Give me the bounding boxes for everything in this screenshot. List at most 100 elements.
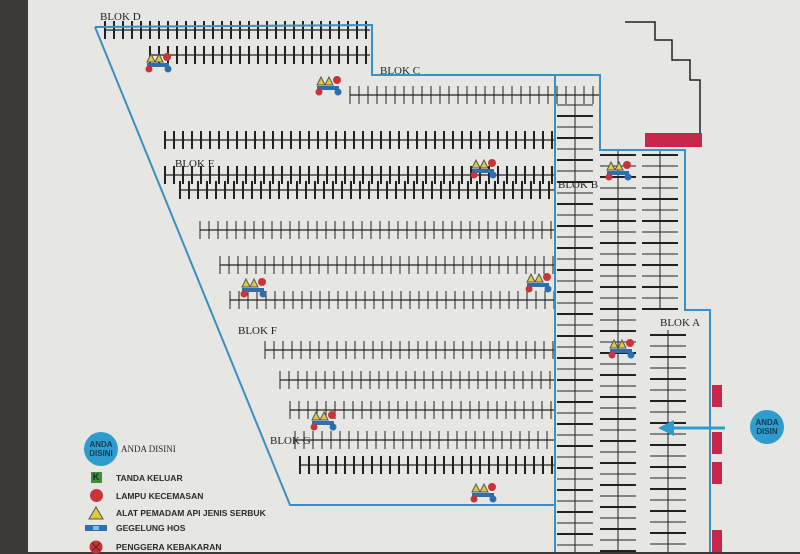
fire-equipment-cluster [240,277,267,298]
fire-equipment-cluster [608,338,635,359]
hose-reel-icon [527,283,549,287]
fire-extinguisher-icon [526,272,536,283]
block-g-label: BLOK G [270,435,311,447]
badge-text: ANDA [755,418,779,427]
fire-extinguisher-icon [154,52,164,63]
parking-map-board: BLOK D BLOK C BLOK E BLOK B BLOK F BLOK … [28,0,800,554]
fire-extinguisher-icon [146,52,156,63]
fire-alarm-icon [310,423,318,431]
building-core [625,21,701,146]
fire-equipment-cluster [470,158,497,179]
fire-extinguisher-icon [617,338,627,349]
fire-alarm-icon [315,88,323,96]
fire-extinguisher-icon [479,158,489,169]
block-e-label: BLOK E [175,158,215,170]
block-f-label: BLOK F [238,325,277,337]
legend-fire-alarm: PENGGERA KEBAKARAN [84,540,221,554]
hose-reel-icon [607,171,629,175]
fire-extinguisher-icon [606,160,616,171]
fire-alarm-icon [470,495,478,503]
fire-extinguisher-icon [534,272,544,283]
legend-label: PENGGERA KEBAKARAN [116,542,222,552]
fire-equipment-cluster [315,75,342,96]
emergency-light-icon [328,411,336,419]
fire-alarm-icon [84,540,108,554]
emergency-light-icon [333,76,341,84]
fire-equipment-cluster [145,52,172,73]
fire-extinguisher-icon [614,160,624,171]
hose-reel-icon [317,86,339,90]
floor-outline-left [94,26,555,506]
legend-you-are-here: ANDA DISINI ANDA DISINI [84,432,176,466]
legend-label: ALAT PEMADAM API JENIS SERBUK [116,508,266,518]
block-b-label: BLOK B [558,179,598,191]
badge-text: DISIN [756,427,778,436]
fire-extinguisher-icon [609,338,619,349]
hose-reel-icon [472,169,494,173]
fire-alarm-icon [605,173,613,181]
hose-reel-icon [489,171,497,179]
hose-reel-icon [334,88,342,96]
hose-reel-icon [624,173,632,181]
hose-reel-icon [472,493,494,497]
legend-exit: K TANDA KELUAR [84,472,183,483]
hose-reel-icon [544,285,552,293]
stairway [712,530,722,552]
hose-reel-icon [242,288,264,292]
block-c-label: BLOK C [380,65,420,77]
hose-reel-icon [489,495,497,503]
fire-alarm-icon [608,351,616,359]
you-are-here-badge: ANDA DISIN [750,410,784,444]
here-arrow-icon [658,420,674,436]
hose-reel-icon [627,351,635,359]
emergency-light-icon [543,273,551,281]
badge-text: DISINI [89,449,113,458]
legend-extinguisher: ALAT PEMADAM API JENIS SERBUK [84,506,266,520]
stairway [712,432,722,454]
fire-extinguisher-icon [316,75,326,86]
emergency-light-icon [626,339,634,347]
hose-reel-icon [84,525,108,531]
fire-extinguisher-icon [471,158,481,169]
fire-alarm-icon [145,65,153,73]
hose-reel-icon [329,423,337,431]
emergency-light-icon [258,278,266,286]
stairway [712,462,722,484]
emergency-light-icon [84,489,108,502]
parking-floor-plan: BLOK D BLOK C BLOK E BLOK B BLOK F BLOK … [94,11,725,552]
exit-sign-icon: K [84,472,108,483]
fire-equipment-cluster [525,272,552,293]
hose-reel-icon [259,290,267,298]
legend-hose-reel: GEGELUNG HOS [84,523,185,533]
legend-label: TANDA KELUAR [116,472,183,483]
block-a-label: BLOK A [660,317,700,329]
fire-extinguisher-icon [319,410,329,421]
legend-label: LAMPU KECEMASAN [116,490,204,501]
fire-extinguisher-icon [84,506,108,520]
fire-extinguisher-icon [324,75,334,86]
badge-text: ANDA [89,440,113,449]
fire-extinguisher-icon [241,277,251,288]
emergency-light-icon [488,159,496,167]
floor-outline [94,23,711,552]
emergency-light-icon [623,161,631,169]
legend-label: ANDA DISINI [121,444,176,454]
stairway [712,385,722,407]
fire-alarm-icon [470,171,478,179]
hose-reel-icon [312,421,334,425]
fire-equipment-cluster [605,160,632,181]
fire-extinguisher-icon [311,410,321,421]
fire-alarm-icon [240,290,248,298]
hose-reel-icon [147,63,169,67]
hose-reel-icon [164,65,172,73]
fire-equipment-cluster [310,410,337,431]
fire-alarm-icon [525,285,533,293]
stairway [645,133,702,147]
you-are-here-icon: ANDA DISINI [84,432,118,466]
fire-extinguisher-icon [249,277,259,288]
block-d-label: BLOK D [100,11,141,23]
emergency-light-icon [163,53,171,61]
legend-label: GEGELUNG HOS [116,523,186,533]
fire-equipment-cluster [470,482,497,503]
fire-extinguisher-icon [471,482,481,493]
